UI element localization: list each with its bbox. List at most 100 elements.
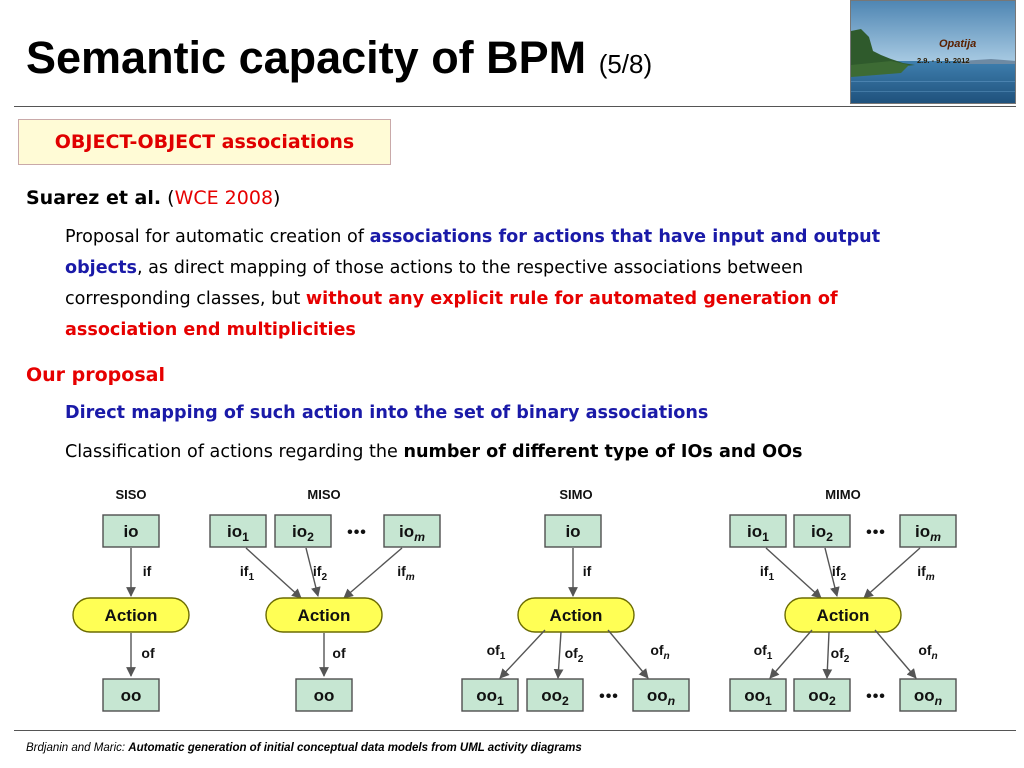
suarez-p1-blue-1: associations for actions that have input… bbox=[369, 227, 881, 247]
miso-action-label: Action bbox=[298, 606, 351, 625]
suarez-venue-link[interactable]: WCE 2008 bbox=[174, 187, 274, 209]
miso-if1-label: if1 bbox=[240, 563, 255, 583]
suarez-paragraph-line-2: objects, as direct mapping of those acti… bbox=[65, 253, 803, 284]
simo-of1-label: of1 bbox=[487, 642, 506, 662]
simo-ofn-label: ofn bbox=[650, 642, 669, 662]
simo-oon-box-label: oon bbox=[647, 686, 675, 708]
simo-action bbox=[517, 597, 635, 633]
slide-title-main: Semantic capacity of BPM bbox=[26, 32, 587, 83]
suarez-authors: Suarez et al. bbox=[26, 187, 162, 209]
miso-oo-box-label: oo bbox=[314, 686, 335, 705]
footer-divider bbox=[14, 730, 1016, 731]
slide-title-counter: (5/8) bbox=[598, 49, 653, 79]
mimo-if2-label: if2 bbox=[832, 563, 847, 583]
suarez-p1-red-3: without any explicit rule for automated … bbox=[305, 289, 838, 309]
miso-io2-box bbox=[274, 514, 332, 548]
miso-oo-box bbox=[295, 678, 353, 712]
mimo-ofn-label: ofn bbox=[918, 642, 937, 662]
slide-title: Semantic capacity of BPM (5/8) bbox=[26, 28, 652, 94]
mimo-oon-box bbox=[899, 678, 957, 712]
mimo-if1-arrow bbox=[765, 547, 822, 599]
suarez-p1-blue-2: objects bbox=[65, 258, 137, 278]
footer-authors: Brdjanin and Maric: bbox=[26, 742, 129, 754]
simo-io-box-label: io bbox=[565, 522, 580, 541]
simo-of2-label: of2 bbox=[565, 645, 584, 665]
siso-action-label: Action bbox=[105, 606, 158, 625]
mimo-io2-box bbox=[793, 514, 851, 548]
mimo-oo1-box-label: oo1 bbox=[744, 686, 772, 708]
mimo-io1-box bbox=[729, 514, 787, 548]
miso-io1-box-label: io1 bbox=[227, 522, 249, 544]
mimo-header: MIMO bbox=[825, 487, 860, 502]
footer-citation: Brdjanin and Maric: Automatic generation… bbox=[26, 742, 582, 754]
mimo-iom-box-label: iom bbox=[915, 522, 941, 544]
siso-io-box-label: io bbox=[123, 522, 138, 541]
proposal-item-1: Direct mapping of such action into the s… bbox=[65, 403, 709, 423]
mimo-oo1-box bbox=[729, 678, 787, 712]
suarez-p1-plain: Proposal for automatic creation of bbox=[65, 227, 370, 247]
mimo-action bbox=[784, 597, 902, 633]
miso-io1-box bbox=[209, 514, 267, 548]
siso-header: SISO bbox=[115, 487, 146, 502]
miso-if1-arrow bbox=[245, 547, 302, 599]
opatija-seascape-image: Opatija 2.9. - 9. 9. 2012 bbox=[851, 1, 1015, 103]
simo-of2-arrow bbox=[553, 631, 564, 679]
mimo-ifm-label: ifm bbox=[917, 563, 935, 583]
simo-ofn-arrow bbox=[607, 629, 649, 679]
mimo-oo2-box bbox=[793, 678, 851, 712]
our-proposal-heading: Our proposal bbox=[26, 364, 165, 386]
mimo-io2-box-label: io2 bbox=[811, 522, 833, 544]
miso-ifm-label: ifm bbox=[397, 563, 415, 583]
badge-dates-label: 2.9. - 9. 9. 2012 bbox=[917, 56, 970, 65]
mimo-iom-box bbox=[899, 514, 957, 548]
mimo-if2-arrow bbox=[824, 547, 840, 597]
simo-header: SIMO bbox=[559, 487, 592, 502]
suarez-p1-tail-2: , as direct mapping of those actions to … bbox=[136, 258, 804, 278]
simo-oo1-box bbox=[461, 678, 519, 712]
mimo-of1-arrow bbox=[769, 629, 813, 679]
mimo-if1-label: if1 bbox=[760, 563, 775, 583]
mimo-of1-label: of1 bbox=[754, 642, 773, 662]
suarez-paragraph-line-4: association end multiplicities bbox=[65, 315, 356, 346]
mimo-dots-top: ••• bbox=[866, 524, 886, 541]
mimo-oo2-box-label: oo2 bbox=[808, 686, 836, 708]
siso-oo-box bbox=[102, 678, 160, 712]
mimo-of2-label: of2 bbox=[831, 645, 850, 665]
miso-ifm-arrow bbox=[343, 547, 403, 599]
suarez-p1-red-4: association end multiplicities bbox=[65, 320, 356, 340]
miso-header: MISO bbox=[307, 487, 340, 502]
simo-oo1-box-label: oo1 bbox=[476, 686, 504, 708]
simo-of1-arrow bbox=[499, 629, 546, 679]
suarez-paragraph-line-3: corresponding classes, but without any e… bbox=[65, 284, 838, 315]
miso-action bbox=[265, 597, 383, 633]
siso-of-label: of bbox=[141, 645, 155, 661]
suarez-open-paren: ( bbox=[167, 187, 175, 209]
simo-dots: ••• bbox=[599, 688, 619, 705]
proposal-item-2-bold: number of different type of IOs and OOs bbox=[403, 442, 803, 462]
siso-if-label: if bbox=[143, 563, 152, 579]
conference-badge-image: Opatija 2.9. - 9. 9. 2012 bbox=[850, 0, 1016, 104]
miso-io2-box-label: io2 bbox=[292, 522, 314, 544]
miso-iom-box bbox=[383, 514, 441, 548]
badge-city-label: Opatija bbox=[939, 38, 976, 50]
mimo-ofn-arrow bbox=[874, 629, 917, 679]
mimo-oon-box-label: oon bbox=[914, 686, 942, 708]
mimo-ifm-arrow bbox=[863, 547, 921, 599]
title-divider bbox=[14, 106, 1016, 107]
simo-oon-box bbox=[632, 678, 690, 712]
suarez-close-paren: ) bbox=[273, 187, 281, 209]
footer-paper-title: Automatic generation of initial conceptu… bbox=[128, 742, 582, 754]
miso-dots: ••• bbox=[347, 524, 367, 541]
miso-if2-arrow bbox=[305, 547, 321, 597]
proposal-item-2: Classification of actions regarding the … bbox=[65, 437, 803, 468]
mimo-dots-bottom: ••• bbox=[866, 688, 886, 705]
mimo-of2-arrow bbox=[822, 631, 833, 679]
suarez-paragraph-line-1: Proposal for automatic creation of assoc… bbox=[65, 222, 880, 253]
miso-if2-label: if2 bbox=[313, 563, 328, 583]
mimo-action-label: Action bbox=[817, 606, 870, 625]
section-heading-box: OBJECT-OBJECT associations bbox=[18, 119, 391, 165]
simo-io-box bbox=[544, 514, 602, 548]
simo-oo2-box bbox=[526, 678, 584, 712]
siso-io-box bbox=[102, 514, 160, 548]
